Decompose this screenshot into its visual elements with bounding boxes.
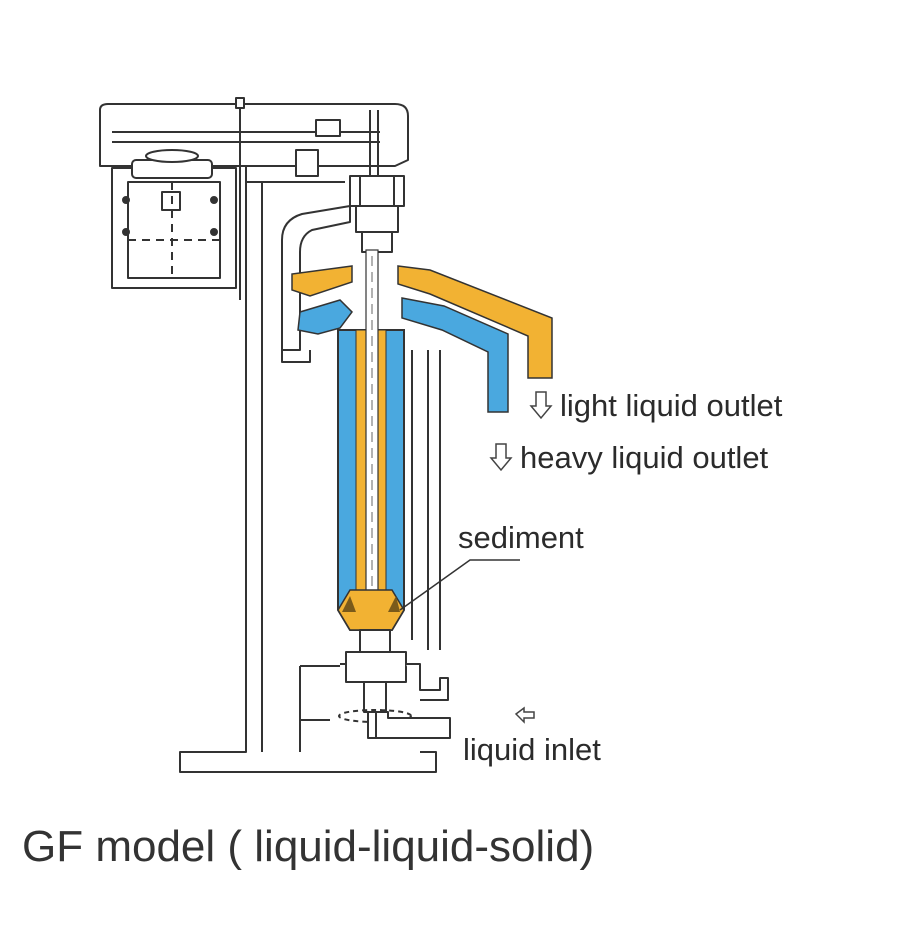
sediment-label: sediment [458, 520, 584, 555]
liquid-inlet-label: liquid inlet [463, 732, 601, 767]
bowl-cover [281, 205, 351, 351]
inlet-arrow-icon [514, 706, 535, 724]
liquid-inlet-pipe [367, 711, 451, 739]
figure-caption: GF model ( liquid-liquid-solid) [22, 822, 595, 871]
heavy-liquid-channel [297, 299, 353, 335]
light-liquid-outlet-label: light liquid outlet [560, 388, 783, 423]
frame-column [179, 166, 437, 773]
bottom-bearing [359, 629, 391, 653]
heavy-outlet-arrow-icon [489, 443, 513, 472]
light-outlet-arrow-icon [529, 391, 553, 420]
rotating-bowl [337, 249, 405, 631]
light-liquid-channel [291, 265, 353, 297]
sediment-leader [399, 559, 520, 611]
heavy-liquid-outlet-label: heavy liquid outlet [520, 440, 769, 475]
motor [111, 149, 237, 289]
